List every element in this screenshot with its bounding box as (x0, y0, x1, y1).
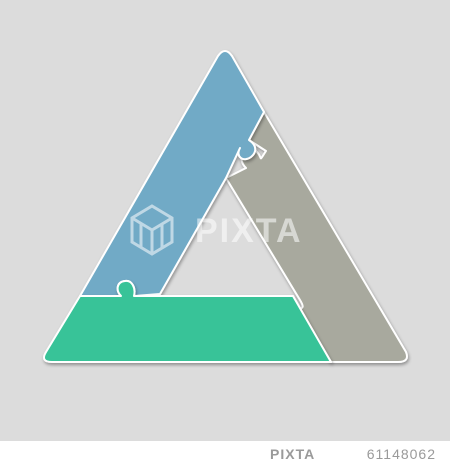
gray-puzzle-piece (225, 111, 408, 363)
watermark-logo: PIXTA (130, 204, 303, 256)
cube-icon (130, 204, 174, 256)
image-id: 61148062 (366, 446, 436, 462)
watermark-text: PIXTA (195, 212, 303, 250)
green-puzzle-piece (43, 279, 332, 363)
stock-footer-bar: PIXTA 61148062 (0, 441, 450, 469)
footer-logo: PIXTA (270, 446, 316, 462)
